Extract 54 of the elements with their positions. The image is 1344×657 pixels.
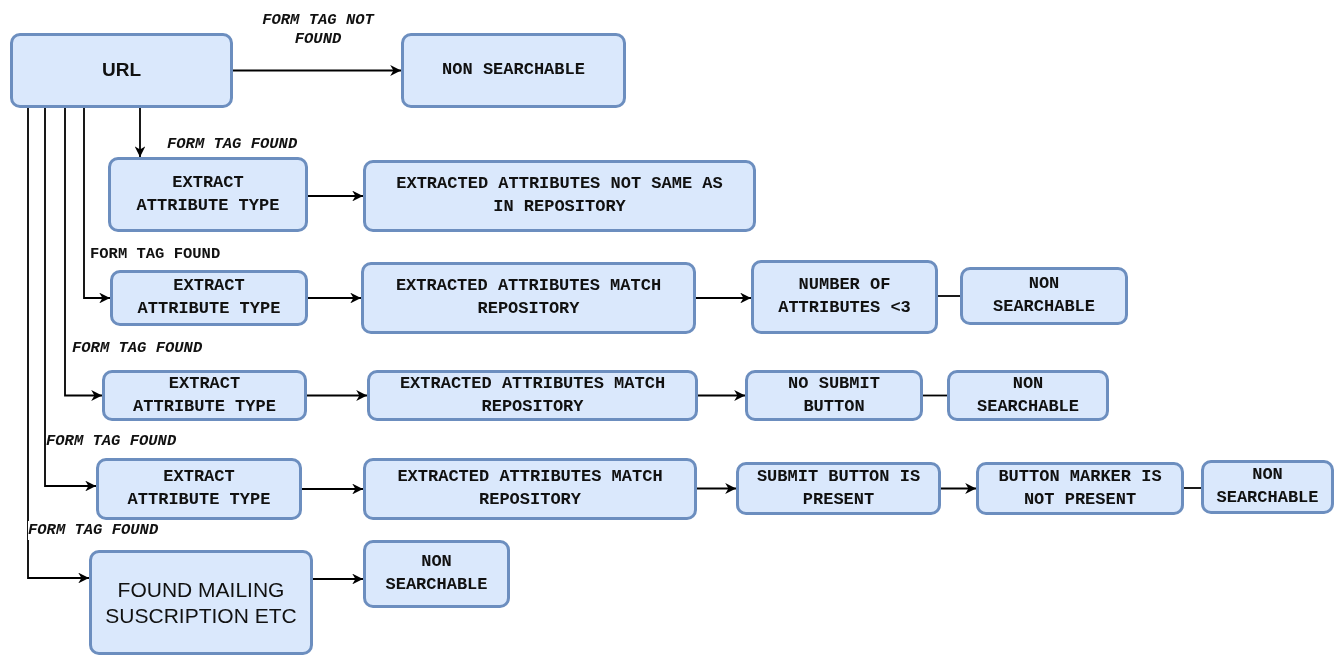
arrow [307,292,362,304]
box-text: NUMBER OF ATTRIBUTES <3 [777,274,912,319]
box-text: NON SEARCHABLE [1215,464,1320,509]
box-text: EXTRACT ATTRIBUTE TYPE [136,275,282,320]
process-box [363,458,697,520]
edge-label: FORM TAG FOUND [28,521,159,540]
box-text: NON SEARCHABLE [992,273,1096,318]
process-box [736,462,941,515]
box-text: EXTRACT ATTRIBUTE TYPE [135,171,281,217]
process-box [960,267,1128,325]
box-text: NON SEARCHABLE [976,372,1080,418]
box-text: EXTRACTED ATTRIBUTES MATCH REPOSITORY [396,466,664,511]
process-box [1201,460,1334,514]
process-box [976,462,1184,515]
process-box [947,370,1109,421]
process-box [367,370,698,421]
arrow [696,483,737,494]
arrow [695,292,752,304]
box-text: EXTRACT ATTRIBUTE TYPE [126,466,272,511]
arrow [232,65,402,76]
box-text: EXTRACTED ATTRIBUTES MATCH REPOSITORY [398,372,667,418]
arrow [27,107,90,584]
process-box [102,370,307,421]
box-text: NO SUBMIT BUTTON [787,372,881,418]
box-text: FOUND MAILING SUSCRIPTION ETC [104,577,298,628]
process-box [363,540,510,608]
arrow [306,390,368,401]
process-box [110,270,308,326]
process-box [361,262,696,334]
process-box [745,370,923,421]
arrow [940,483,977,494]
arrow [64,107,103,401]
arrow [83,107,111,304]
process-box [108,157,308,232]
box-text: NON SEARCHABLE [384,551,489,596]
box-text: EXTRACTED ATTRIBUTES NOT SAME AS IN REPOSITORY [395,173,724,218]
box-text: SUBMIT BUTTON IS PRESENT [755,465,922,511]
process-box [751,260,938,334]
box-text: NON SEARCHABLE [442,59,585,82]
process-box [363,160,756,232]
arrow [44,107,97,492]
arrow [301,483,364,495]
box-text: EXTRACT ATTRIBUTE TYPE [132,372,277,418]
process-box [10,33,233,108]
arrow [134,107,146,158]
process-box [96,458,302,520]
box-text: URL [101,59,142,82]
arrow [307,190,364,202]
process-box [401,33,626,108]
arrow [312,573,364,585]
box-text: EXTRACTED ATTRIBUTES MATCH REPOSITORY [394,275,663,320]
process-box [89,550,313,655]
arrow [697,390,746,401]
box-text: BUTTON MARKER IS NOT PRESENT [997,465,1163,511]
